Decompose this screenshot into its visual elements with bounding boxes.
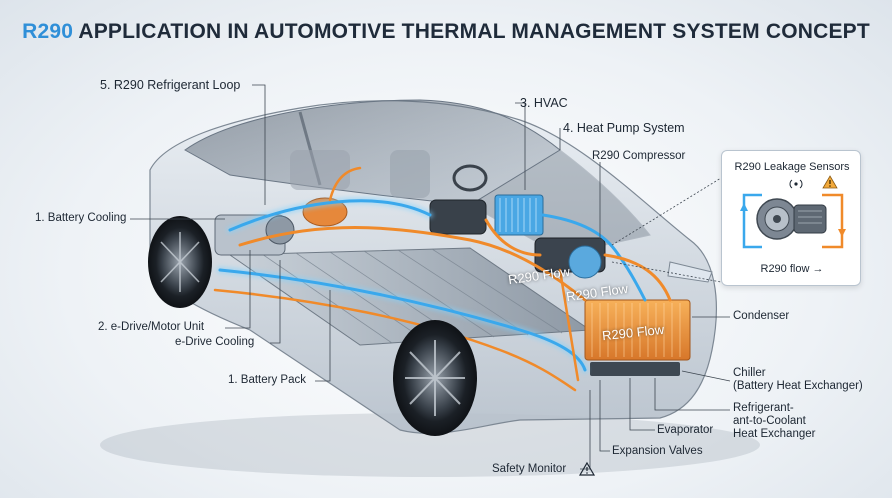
refrigerant-pipes	[213, 166, 672, 392]
label-edrive-unit: 2. e-Drive/Motor Unit	[98, 321, 205, 333]
label-rac-line1: Refrigerant-	[733, 402, 794, 414]
chiller-unit	[590, 362, 680, 376]
label-rac-line3: Heat Exchanger	[733, 428, 816, 440]
label-hvac: 3. HVAC	[520, 96, 568, 110]
headlight	[667, 261, 713, 283]
edrive-motor	[265, 215, 295, 245]
label-chiller: Chiller	[733, 367, 766, 379]
battery-cells	[261, 248, 563, 344]
label-heat-pump: 4. Heat Pump System	[563, 121, 685, 135]
label-expansion-valves: Expansion Valves	[612, 445, 703, 457]
title-rest: APPLICATION IN AUTOMOTIVE THERMAL MANAGE…	[73, 20, 870, 43]
seat-rear	[290, 150, 350, 190]
condenser-fins	[591, 303, 681, 357]
hvac-unit	[429, 199, 487, 235]
label-chiller-sub: (Battery Heat Exchanger)	[733, 380, 863, 392]
label-battery-cooling: 1. Battery Cooling	[35, 212, 127, 224]
label-condenser: Condenser	[733, 310, 790, 322]
seat-front	[390, 150, 430, 198]
label-evaporator: Evaporator	[657, 424, 714, 436]
title-accent: R290	[22, 20, 74, 43]
compressor-body	[568, 245, 602, 279]
inset-flow-label: R290 flow →	[760, 263, 824, 275]
label-compressor: R290 Compressor	[592, 150, 686, 162]
hvac-fins	[499, 198, 537, 232]
leakage-sensor-inset: R290 Leakage Sensors R290 flow →	[721, 150, 861, 286]
steering-wheel	[452, 164, 488, 192]
roof-glass	[184, 99, 561, 206]
warning-icon	[822, 175, 838, 189]
label-edrive-cooling: e-Drive Cooling	[175, 336, 255, 348]
signal-sensor-icon	[789, 179, 803, 189]
page-title: R290 APPLICATION IN AUTOMOTIVE THERMAL M…	[0, 20, 892, 44]
rear-wheel-spokes	[160, 232, 200, 292]
inset-title: R290 Leakage Sensors	[734, 161, 850, 173]
label-battery-pack: 1. Battery Pack	[228, 374, 306, 386]
label-rac-line2: ant-to-Coolant	[733, 415, 806, 427]
front-wheel-spokes	[405, 340, 465, 416]
label-refrigerant-loop: 5. R290 Refrigerant Loop	[100, 78, 241, 92]
alarm-icon	[578, 461, 596, 476]
ground-shadow	[100, 413, 760, 477]
inset-graphic	[740, 193, 846, 249]
label-safety-monitor: Safety Monitor	[492, 463, 567, 475]
